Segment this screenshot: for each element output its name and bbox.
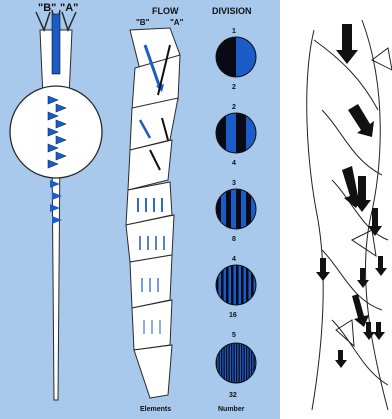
- division-stripe: [226, 343, 227, 383]
- division-1-top: 1: [232, 28, 236, 35]
- division-3-bottom: 8: [232, 236, 236, 243]
- division-stripe: [236, 343, 237, 383]
- label-flow-b: "B": [136, 18, 149, 27]
- division-stripe: [254, 343, 255, 383]
- division-stripe: [251, 343, 252, 383]
- division-stripe: [246, 265, 249, 305]
- helix-band-2: [322, 110, 382, 175]
- label-a-left: "A": [60, 2, 78, 14]
- division-circles: [216, 37, 256, 383]
- label-number: Number: [218, 406, 244, 413]
- division-stripe: [231, 265, 234, 305]
- division-stripe: [224, 343, 225, 383]
- division-stripe: [236, 113, 246, 153]
- helix-outline-left: [307, 30, 323, 410]
- label-elements: Elements: [140, 406, 171, 413]
- flow-helix: [126, 28, 180, 398]
- division-stripe: [231, 343, 232, 383]
- division-stripe: [244, 343, 245, 383]
- division-stripe: [249, 343, 250, 383]
- magnified-circle: [10, 86, 102, 178]
- division-stripe: [216, 37, 236, 77]
- helix-fold-2: [352, 230, 376, 256]
- division-2-top: 2: [232, 104, 236, 111]
- division-stripe: [226, 265, 229, 305]
- division-stripe: [229, 343, 230, 383]
- division-stripe: [236, 189, 241, 229]
- division-stripe: [246, 343, 247, 383]
- label-division: DIVISION: [212, 6, 252, 16]
- division-stripe: [251, 265, 254, 305]
- division-stripe: [234, 343, 235, 383]
- label-flow: FLOW: [152, 6, 179, 16]
- division-stripe: [216, 189, 221, 229]
- division-stripe: [241, 343, 242, 383]
- helix-fold-3: [336, 320, 354, 346]
- division-stripe: [216, 113, 226, 153]
- division-4-top: 4: [232, 256, 236, 263]
- label-b-left: "B": [38, 2, 56, 14]
- division-5-bottom: 32: [229, 392, 237, 399]
- helix-sketch-panel: [292, 0, 392, 419]
- division-stripe: [239, 343, 240, 383]
- division-diagram-graphic: [0, 0, 280, 419]
- division-5-top: 5: [232, 332, 236, 339]
- helix-sketch-graphic: [292, 0, 392, 419]
- division-1-bottom: 2: [232, 84, 236, 91]
- division-stripe: [236, 265, 239, 305]
- label-flow-a: "A": [170, 18, 183, 27]
- mixer-tube: [36, 10, 76, 400]
- division-stripe: [241, 265, 244, 305]
- division-stripe: [226, 189, 231, 229]
- division-2-bottom: 4: [232, 160, 236, 167]
- division-diagram-panel: "B" "A" FLOW "B" "A" DIVISION 1 2 2 4 3 …: [0, 0, 282, 419]
- division-4-bottom: 16: [229, 312, 237, 319]
- division-stripe: [219, 343, 220, 383]
- helix-band-4: [322, 250, 382, 310]
- division-3-top: 3: [232, 180, 236, 187]
